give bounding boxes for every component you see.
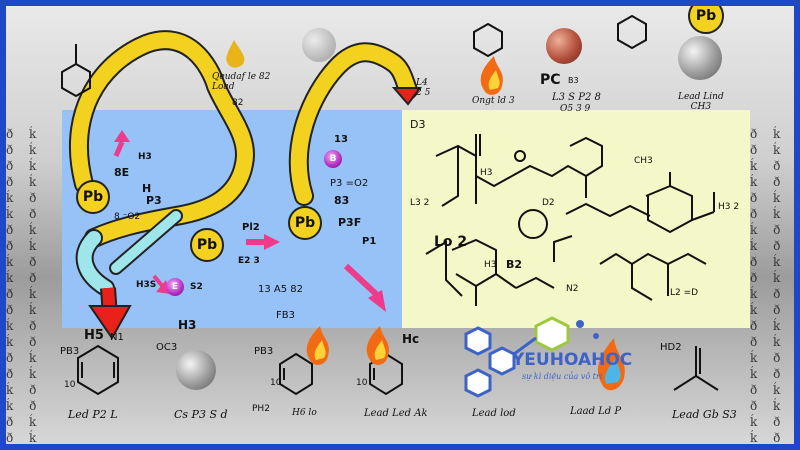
metal-sphere-top [678, 36, 722, 80]
y-label-l2: L2 =D [670, 288, 698, 298]
lead-caption-3: H6 lo [292, 408, 317, 418]
yeuhoahoc-logo: YEUHOAHOC sự kì diệu của vô tri [460, 312, 640, 422]
b-label-hc: Hc [402, 332, 419, 346]
y-label-b2: B2 [506, 258, 522, 271]
lead-lind-caption: Lead Lind CH3 [678, 92, 724, 112]
b-label-num3: 10 [356, 378, 367, 388]
b-label-hd: HD2 [660, 342, 682, 353]
y-label-d2: D2 [542, 198, 555, 208]
y-label-lo2: Lo 2 [434, 234, 467, 250]
b-label-num2: 10 [270, 378, 281, 388]
b-label-pb3b: PB3 [254, 346, 273, 357]
poster-frame: ð ḱ ð ḱ ð ḱ ð ḱ ḱ ð ḱ ð ð ḱ ð ḱ ḱ ð ḱ ð … [6, 6, 794, 444]
purple-ion-e: E [166, 278, 184, 296]
watermark-brand: YEUHOAHOC [512, 350, 632, 370]
y-label-l3: L3 2 [410, 198, 429, 208]
faint-sphere [302, 28, 336, 62]
b-label-n1: N1 [110, 332, 124, 343]
label-13a: 13 A5 82 [258, 284, 303, 295]
metal-sphere-bottom [176, 350, 216, 390]
y-label-d3: D3 [410, 118, 425, 131]
o5-label: O5 3 9 [560, 104, 590, 114]
p2-label: L3 S P2 8 [552, 92, 601, 103]
molecule-drawing [6, 6, 794, 444]
watermark-tagline: sự kì diệu của vô tri [522, 372, 602, 381]
drop-caption: Qeudaf le 82 Load [212, 72, 270, 92]
label-8e: 8E [114, 166, 129, 179]
b-label-oc3: OC3 [156, 342, 177, 353]
lead-caption-4: Lead Led Ak [364, 408, 428, 419]
label-83: 83 [334, 194, 349, 207]
label-pi2: Pl2 [242, 222, 260, 233]
label-h3: H3 [138, 152, 152, 162]
y-label-ch3: CH3 [634, 156, 653, 166]
flame-caption: Ongt ld 3 [472, 96, 515, 106]
label-p3f: P3F [338, 216, 361, 229]
b-label-num1: 10 [64, 380, 75, 390]
y-label-h3b: H3 [484, 260, 497, 270]
drop-number: 82 [232, 98, 243, 108]
label-13: 13 [334, 134, 348, 145]
arrow-caption: L4 2 5 [416, 78, 430, 98]
pc-label: PC [540, 72, 561, 88]
pb-atom-left: Pb [76, 180, 110, 214]
b-label-h5: H5 [84, 328, 104, 343]
label-p2o2: P3 =O2 [330, 178, 368, 189]
pb-atom-center-left: Pb [190, 228, 224, 262]
label-h3s: H3S [136, 280, 156, 290]
y-label-h3: H3 [480, 168, 493, 178]
b-label-fb3: FB3 [276, 310, 295, 321]
label-o2: 8 ⁻O2 [114, 212, 140, 222]
label-p1: P1 [362, 236, 376, 247]
y-label-h3c: H3 2 [718, 202, 739, 212]
b-label-ph2: PH2 [252, 404, 270, 414]
y-label-n2: N2 [566, 284, 578, 294]
b-label-pb3: PB3 [60, 346, 79, 357]
lead-caption-1: Led P2 L [68, 408, 118, 421]
label-s2: S2 [190, 282, 203, 292]
pc-sub: B3 [568, 76, 579, 85]
label-p3: P3 [146, 194, 162, 207]
purple-ion-b: B [324, 150, 342, 168]
label-e3: E2 3 [238, 256, 260, 266]
pb-atom-center: Pb [288, 206, 322, 240]
copper-sphere [546, 28, 582, 64]
lead-caption-2: Cs P3 S d [174, 408, 228, 421]
b-label-h3: H3 [178, 318, 196, 332]
lead-caption-7: Lead Gb S3 [672, 408, 737, 421]
